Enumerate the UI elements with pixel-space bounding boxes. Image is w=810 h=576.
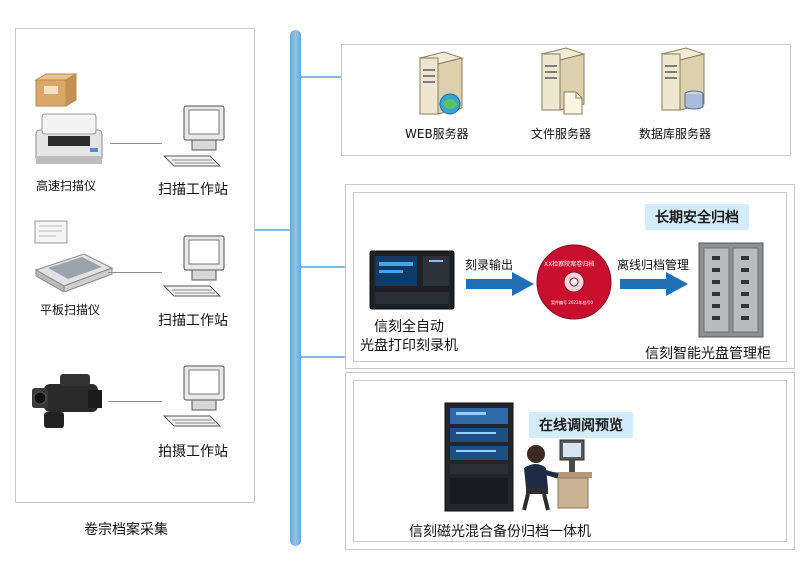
cabinet-label: 信刻智能光盘管理柜 xyxy=(645,346,771,362)
flatbed-scanner-icon xyxy=(32,248,114,292)
server-label: 数据库服务器 xyxy=(639,127,712,141)
optical-disc-icon xyxy=(536,244,612,320)
burner-label-line2: 光盘打印刻录机 xyxy=(360,338,458,354)
disc-subtitle: 案件编号 2023年档号0 xyxy=(551,300,593,305)
device-label: 高速扫描仪 xyxy=(36,179,97,193)
archive-badge: 长期安全归档 xyxy=(645,204,749,230)
disc-cabinet-icon xyxy=(698,242,764,338)
archive-box-icon xyxy=(32,72,80,108)
acquisition-title: 卷宗档案采集 xyxy=(84,522,168,538)
bus-connector xyxy=(301,266,345,268)
device-connector xyxy=(108,272,162,273)
server-label: 文件服务器 xyxy=(531,127,592,141)
workstation-label: 扫描工作站 xyxy=(158,313,228,329)
workstation-icon xyxy=(162,234,232,304)
online-badge: 在线调阅预览 xyxy=(529,412,633,438)
arrow2-label: 离线归档管理 xyxy=(617,258,690,272)
workstation-label: 扫描工作站 xyxy=(158,182,228,198)
disc-burner-icon xyxy=(369,250,455,310)
server-label: WEB服务器 xyxy=(405,127,469,141)
device-label: 平板扫描仪 xyxy=(40,303,101,317)
arrow1-label: 刻录输出 xyxy=(465,258,514,272)
device-connector xyxy=(108,401,162,402)
database-server-icon xyxy=(656,46,710,116)
disc-title: XX检察院案卷归档 xyxy=(544,261,595,268)
machine-label: 信刻磁光混合备份归档一体机 xyxy=(409,524,591,540)
web-server-icon xyxy=(414,50,468,120)
burner-label-line1: 信刻全自动 xyxy=(374,319,444,335)
file-server-icon xyxy=(536,46,590,116)
workstation-icon xyxy=(162,104,232,174)
bus-connector xyxy=(301,76,342,78)
network-bus xyxy=(290,30,301,546)
video-camera-icon xyxy=(30,372,110,432)
high-speed-scanner-icon xyxy=(30,108,108,170)
right-arrow-icon xyxy=(466,272,534,296)
device-connector xyxy=(110,143,162,144)
bus-connector xyxy=(301,356,345,358)
workstation-label: 拍摄工作站 xyxy=(158,444,228,460)
document-icon xyxy=(34,220,68,244)
operator-icon xyxy=(514,436,594,512)
workstation-icon xyxy=(162,364,232,434)
archive-machine-icon xyxy=(444,402,514,514)
bus-connector xyxy=(255,229,290,231)
right-arrow-icon xyxy=(620,272,688,296)
